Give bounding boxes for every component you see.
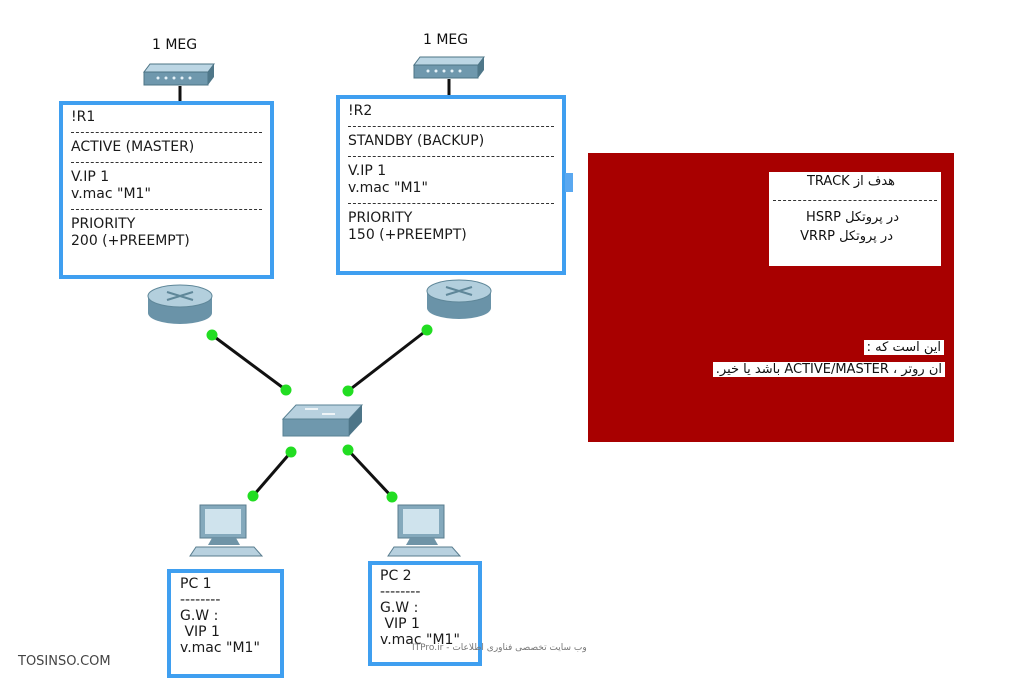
link-dot	[247, 490, 259, 502]
pc1-name: PC 1	[180, 576, 212, 592]
watermark: وب سایت تخصصی فناوری اطلاعات - ITPro.ir	[412, 643, 587, 653]
link-dot	[285, 446, 297, 458]
divider	[71, 162, 262, 163]
r1-priority-value: 200 (+PREEMPT)	[71, 233, 190, 249]
link-dot	[280, 384, 292, 396]
switch-icon	[281, 404, 364, 437]
link-switch-pc1	[251, 451, 293, 497]
r2-note[interactable]: !R2 STANDBY (BACKUP) V.IP 1 v.mac "M1" P…	[336, 95, 566, 275]
pc-2-icon	[387, 504, 462, 557]
divider	[71, 132, 262, 133]
pc-1-icon	[189, 504, 264, 557]
pc1-vip: VIP 1	[180, 624, 220, 640]
r2-vip: V.IP 1	[348, 163, 387, 179]
r1-state: ACTIVE (MASTER)	[71, 139, 195, 155]
brand-label: TOSINSO.COM	[18, 654, 111, 669]
r2-vmac: v.mac "M1"	[348, 180, 428, 196]
link-dot	[206, 329, 218, 341]
link-r2-switch	[347, 328, 428, 393]
modem-1-icon	[143, 63, 215, 86]
panel-line-1: این است که :	[863, 340, 944, 355]
resize-handle[interactable]	[565, 173, 573, 192]
router-1-icon	[147, 284, 213, 324]
modem-2-label: 1 MEG	[423, 32, 469, 48]
divider	[71, 209, 262, 210]
r1-vip: V.IP 1	[71, 169, 110, 185]
pc1-gw: G.W :	[180, 608, 219, 624]
panel-line-2: ان روتر ، ACTIVE/MASTER باشد یا خیر.	[712, 362, 945, 377]
r2-name: !R2	[348, 103, 373, 119]
link-dot	[342, 385, 354, 397]
track-vrrp: در پروتکل VRRP	[800, 229, 893, 244]
link-switch-pc2	[346, 448, 394, 499]
r2-priority-label: PRIORITY	[348, 210, 413, 226]
link-dot	[386, 491, 398, 503]
modem-2-icon	[413, 56, 485, 79]
link-dots	[206, 324, 433, 503]
router-2-icon	[426, 279, 492, 319]
divider	[348, 156, 554, 157]
pc2-note[interactable]: PC 2 -------- G.W : VIP 1 v.mac "M1"	[368, 561, 482, 666]
divider	[348, 126, 554, 127]
pc2-vmac: v.mac "M1"	[380, 632, 460, 648]
modem-1-label: 1 MEG	[152, 37, 198, 53]
pc1-note[interactable]: PC 1 -------- G.W : VIP 1 v.mac "M1"	[167, 569, 284, 678]
divider	[773, 200, 937, 201]
track-hsrp: در پروتکل HSRP	[806, 210, 899, 225]
pc1-vmac: v.mac "M1"	[180, 640, 260, 656]
track-title: هدف از TRACK	[806, 174, 895, 189]
r1-name: !R1	[71, 109, 96, 125]
r2-state: STANDBY (BACKUP)	[348, 133, 485, 149]
pc2-name: PC 2	[380, 568, 412, 584]
r1-note[interactable]: !R1 ACTIVE (MASTER) V.IP 1 v.mac "M1" PR…	[59, 101, 274, 279]
link-dot	[421, 324, 433, 336]
r1-vmac: v.mac "M1"	[71, 186, 151, 202]
link-dot	[342, 444, 354, 456]
pc1-dashes: --------	[180, 592, 221, 608]
pc2-gw: G.W :	[380, 600, 419, 616]
divider	[348, 203, 554, 204]
link-r1-switch	[211, 333, 287, 392]
track-box: هدف از TRACK در پروتکل HSRP در پروتکل VR…	[769, 172, 941, 266]
r1-priority-label: PRIORITY	[71, 216, 136, 232]
pc2-vip: VIP 1	[380, 616, 420, 632]
pc2-dashes: --------	[380, 584, 421, 600]
r2-priority-value: 150 (+PREEMPT)	[348, 227, 467, 243]
